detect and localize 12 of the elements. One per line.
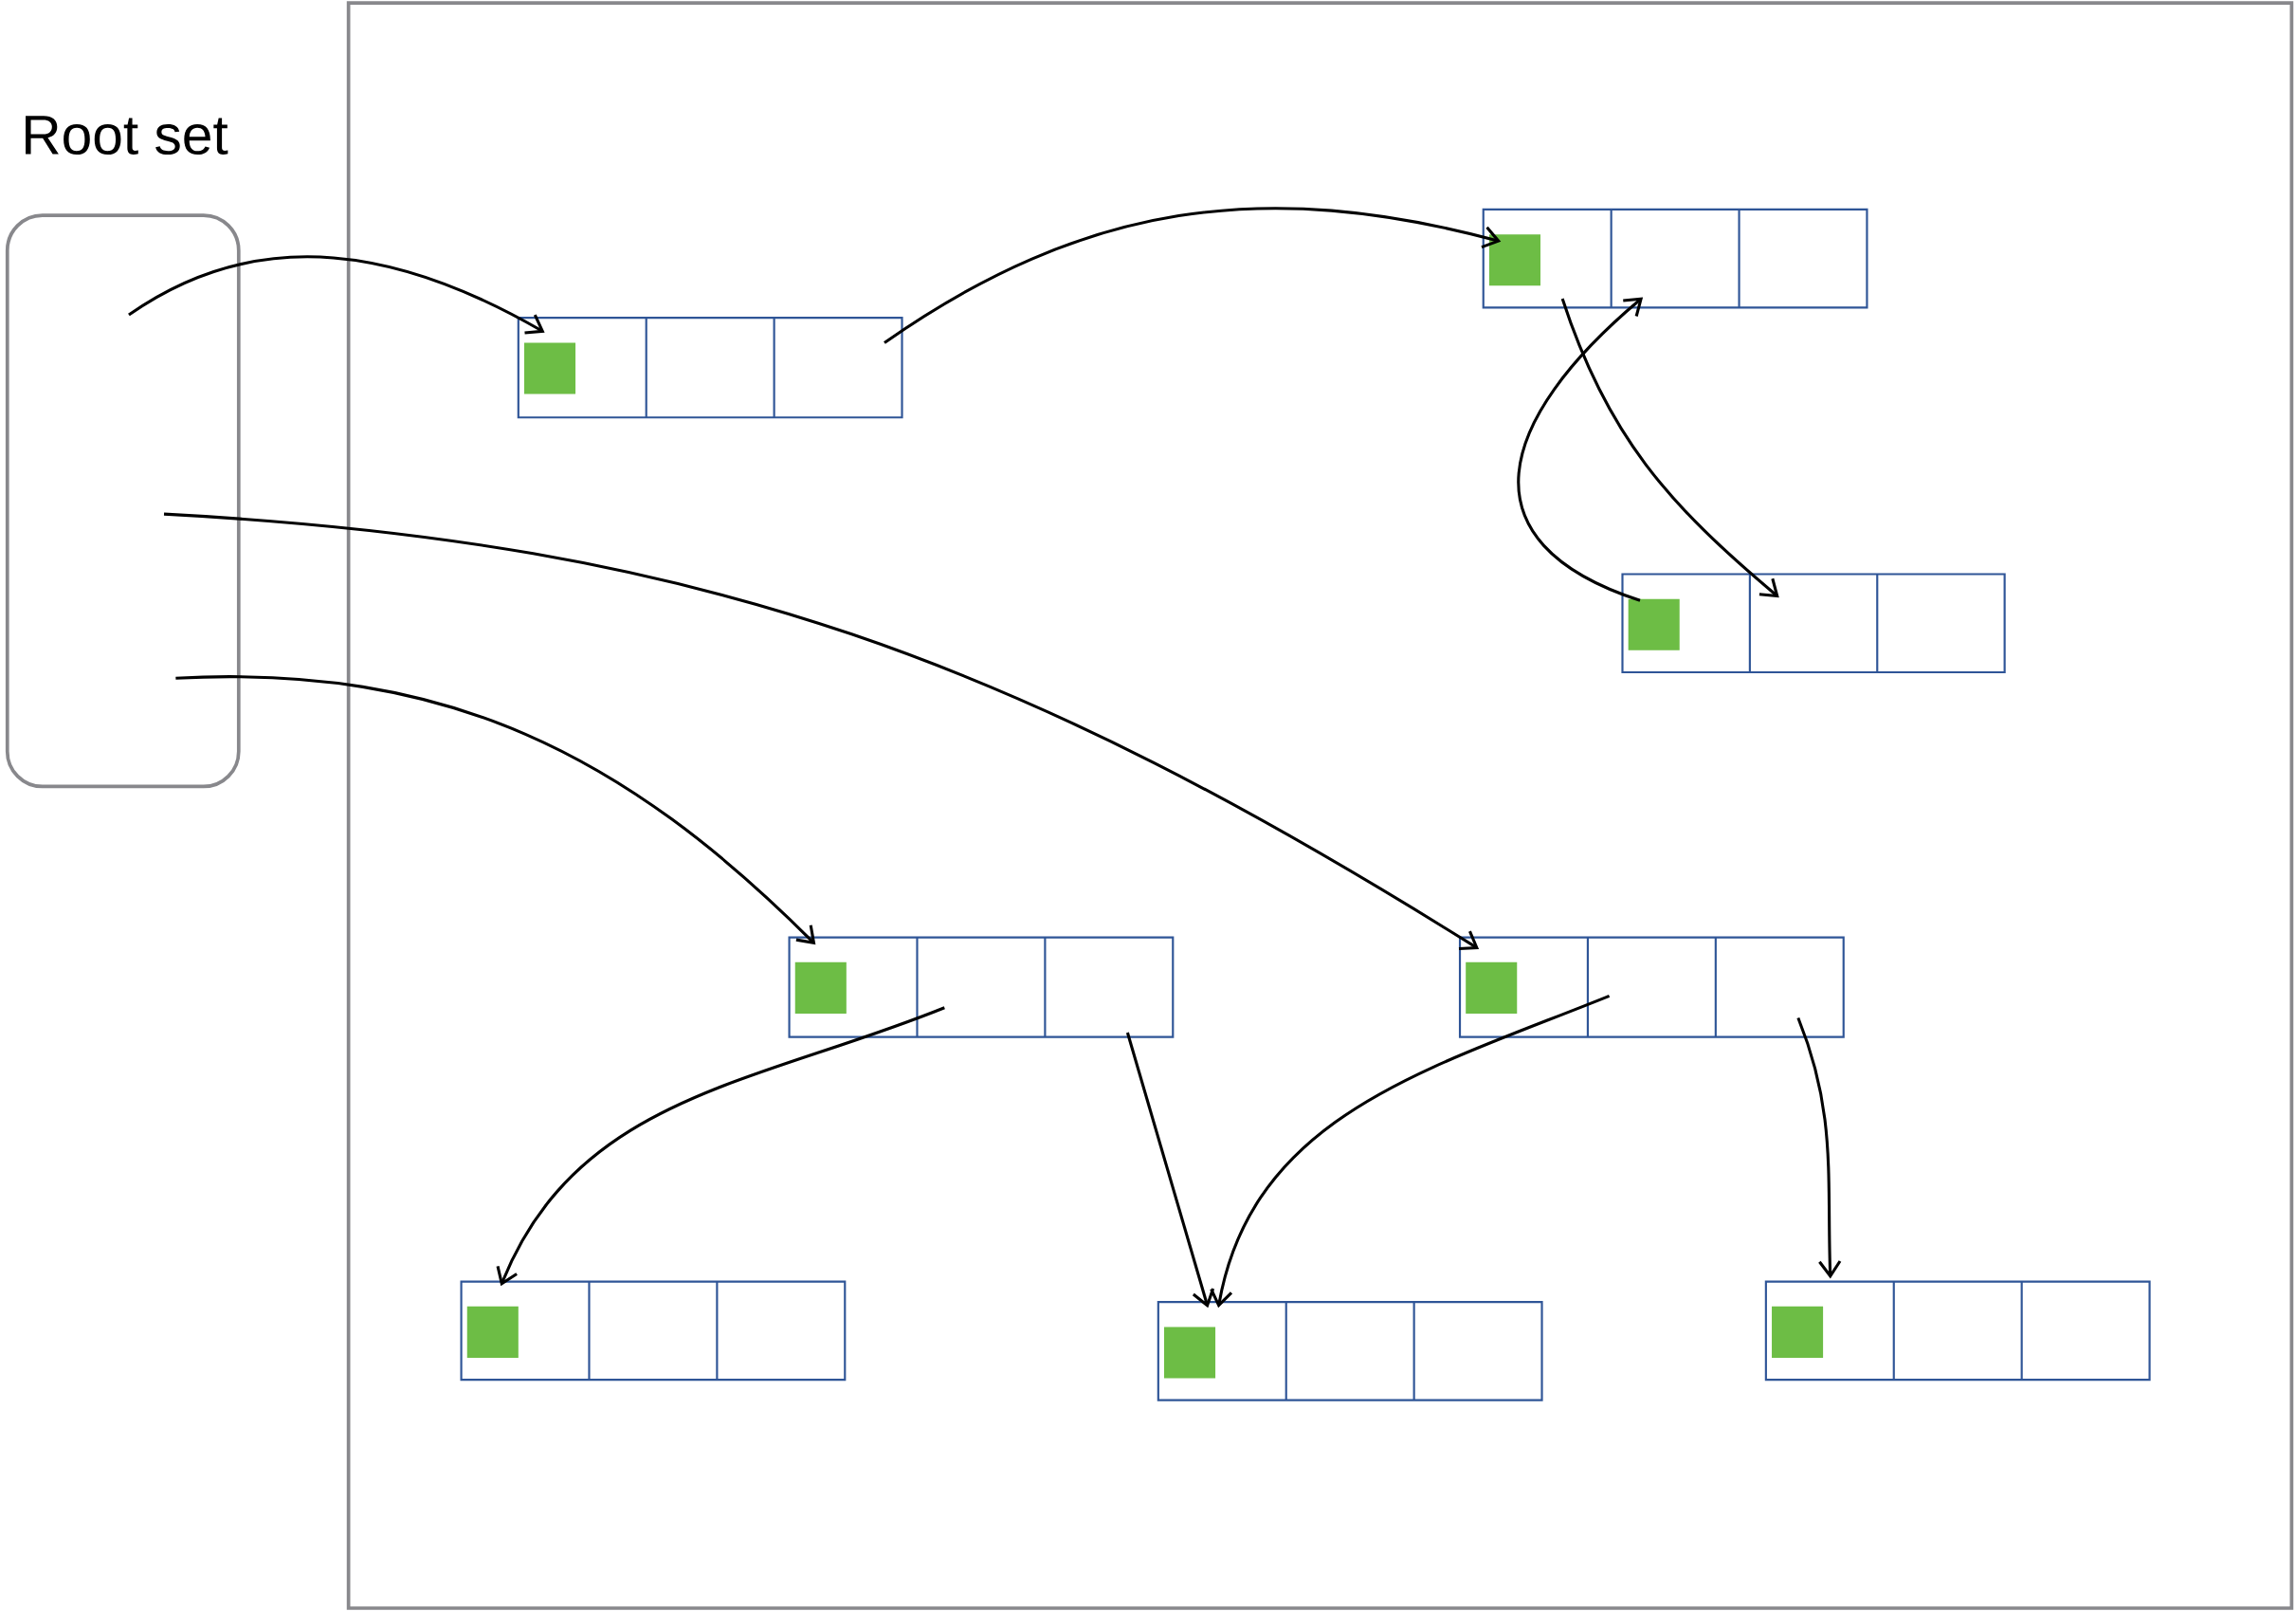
arrow	[1210, 994, 1611, 1309]
arrow	[128, 255, 545, 335]
arrow	[1560, 298, 1779, 598]
heap-frame	[346, 1, 2294, 1610]
arrow	[1125, 1032, 1215, 1309]
arrow	[884, 207, 1502, 344]
arrow	[163, 512, 1480, 950]
arrow	[175, 675, 816, 945]
arrow	[496, 1006, 945, 1287]
arrow	[1517, 297, 1644, 602]
arrow	[1796, 1016, 1842, 1279]
heading: Root set	[26, 116, 228, 156]
